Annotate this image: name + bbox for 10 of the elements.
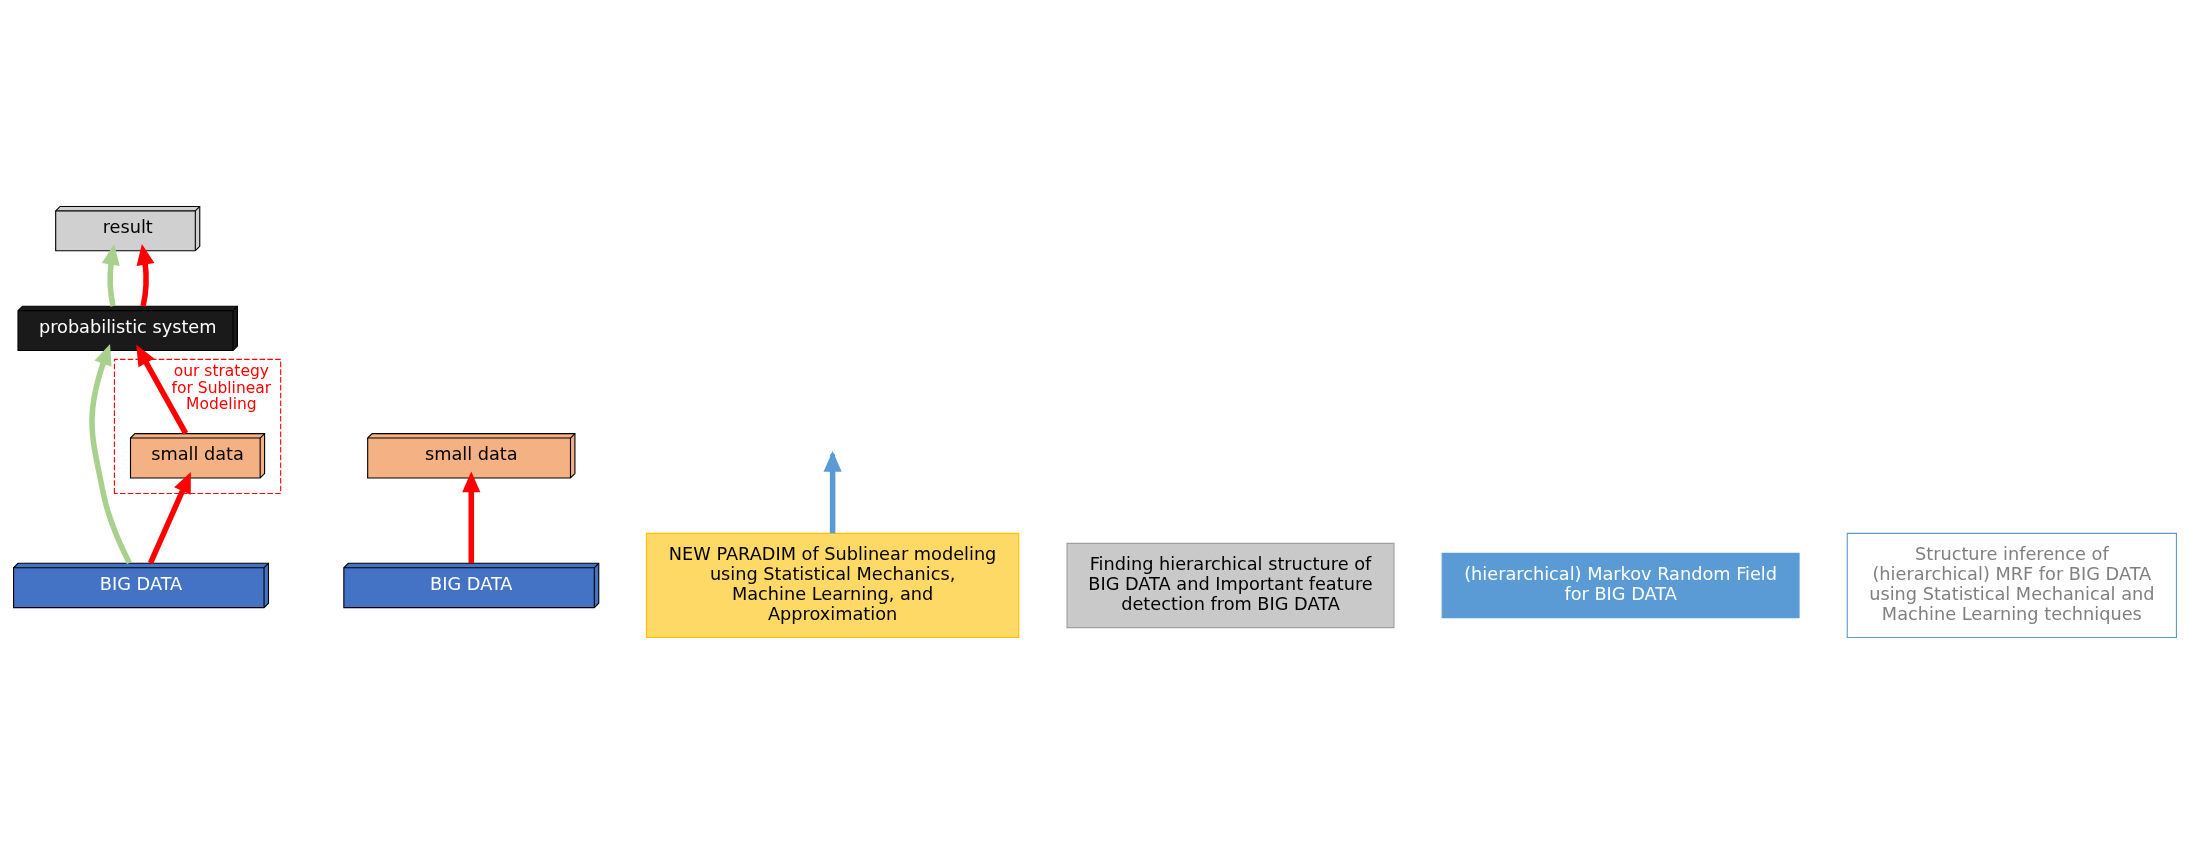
arrow: [136, 344, 189, 435]
arrow: [136, 243, 155, 307]
node-box: (hierarchical) Markov Random Field for BIG DATA: [1441, 552, 1800, 618]
node-box: NEW PARADIM of Sublinear modeling using Statistical Mechanics, Machine Learning, and Approximation: [645, 532, 1020, 638]
arrow: [89, 343, 132, 564]
arrow: [101, 243, 120, 307]
arrow: [462, 470, 481, 563]
arrow: [147, 471, 191, 564]
node-box: Finding hierarchical structure of BIG DATA and Important feature detection from BIG DATA: [1066, 542, 1395, 628]
node-box: Structure inference of (hierarchical) MRF for BIG DATA using Statistical Mechanical and Machine Learning techniques: [1846, 532, 2177, 638]
